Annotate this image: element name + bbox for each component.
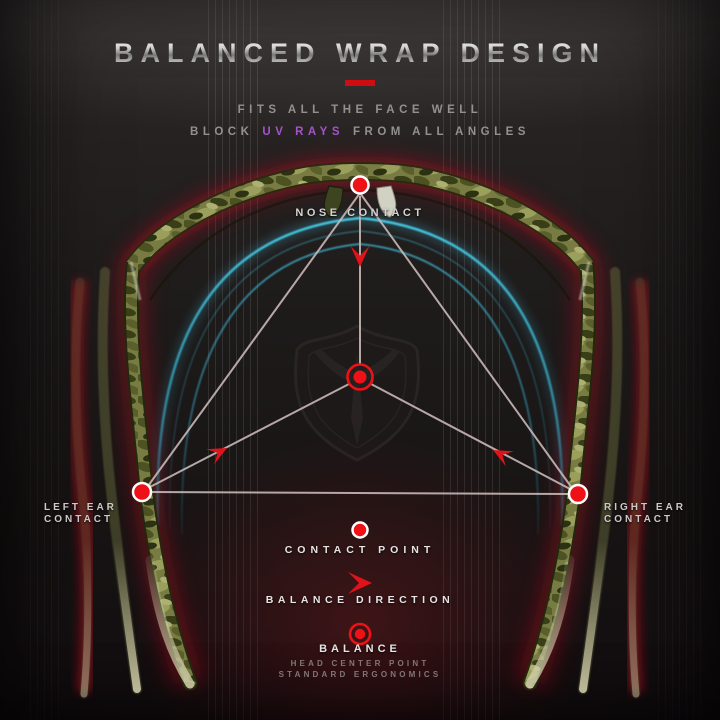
left-up-arrow [206,448,227,465]
page-title: BALANCED WRAP DESIGN [0,38,720,69]
left-ear-label-line1: LEFT EAR [44,502,117,513]
background-pinstripes [208,0,264,720]
right-up-arrow [493,450,514,467]
legend-balance-label: BALANCE [319,643,401,655]
right-ear-label-line2: CONTACT [604,514,674,525]
legend-contact-point-label: CONTACT POINT [284,544,436,556]
balance-direction-arrows [206,246,514,467]
right-ear-contact-label: RIGHT EAR CONTACT [604,502,686,526]
right-temple-ghosts [578,267,649,699]
balance-direction-icon [348,572,372,594]
subtitle-suffix: FROM ALL ANGLES [353,126,530,138]
left-ear-label-line2: CONTACT [44,514,114,525]
subtitle-line1: FITS ALL THE FACE WELL [237,104,483,116]
left-ear-contact-dot [131,481,153,503]
balance-icon-dot [354,628,366,640]
right-ear-label-line1: RIGHT EAR [604,502,686,513]
nose-contact-label: NOSE CONTACT [295,207,425,219]
sunglasses-frame [123,162,597,691]
right-ear-contact-dot [567,483,589,505]
legend-balance-direction-label: BALANCE DIRECTION [265,594,455,606]
balance-triangle-lines [147,192,573,495]
background-pinstripes [30,0,60,720]
left-temple-ghosts [71,267,142,699]
red-accent-bar [345,80,375,86]
subtitle-line2: BLOCK UV RAYS FROM ALL ANGLES [0,126,720,138]
uv-rays-highlight: UV RAYS [262,126,344,138]
background-pinstripes [658,0,704,720]
nose-contact-dot [350,175,370,195]
legend-balance-note-line2: STANDARD ERGONOMICS [278,670,442,679]
shield-logo-watermark [294,324,420,462]
down-arrow [350,246,370,267]
contact-point-dots [131,175,589,505]
legend-balance-note-line1: HEAD CENTER POINT [290,659,430,668]
subtitle-prefix: BLOCK [190,126,254,138]
balance-center-marker [346,363,374,391]
nose-pads [323,185,397,218]
balance-icon-ring [348,622,372,646]
contact-point-icon [351,521,369,539]
left-ear-contact-label: LEFT EAR CONTACT [44,502,117,526]
legend-icons [348,521,372,646]
background-pinstripes [443,0,505,720]
